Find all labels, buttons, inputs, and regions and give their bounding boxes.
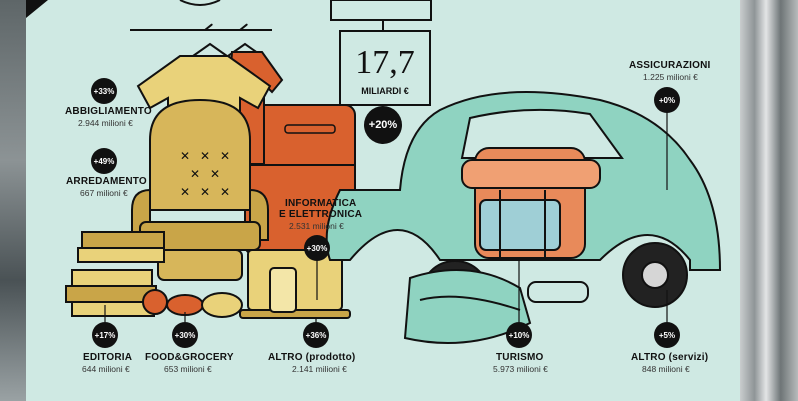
editoria-amount: 644 milioni €: [82, 364, 130, 374]
photo-background-right: [740, 0, 798, 401]
svg-text:✕: ✕: [220, 149, 230, 163]
laptop-phone-icon: [239, 249, 351, 319]
total-value: 17,7: [355, 44, 415, 81]
svg-text:✕: ✕: [220, 185, 230, 199]
svg-text:✕: ✕: [190, 167, 200, 181]
corner-triangle: [26, 0, 48, 18]
informatica-label-line2: E ELETTRONICA: [279, 209, 363, 220]
food-icon: [142, 289, 243, 318]
backpack-icon: [461, 147, 601, 260]
assicurazioni-amount: 1.225 milioni €: [643, 72, 698, 82]
hanger-hooks: [204, 23, 248, 31]
svg-text:✕: ✕: [180, 149, 190, 163]
abbigliamento-amount: 2.944 milioni €: [78, 118, 133, 128]
assicurazioni-change-badge: +0%: [654, 87, 680, 113]
altro-servizi-label: ALTRO (servizi): [631, 352, 709, 363]
assicurazioni-label: ASSICURAZIONI: [629, 60, 711, 71]
altro-servizi-change-badge: +5%: [654, 322, 680, 348]
top-hook-decoration: [179, 0, 221, 6]
turismo-change-badge: +10%: [506, 322, 532, 348]
snorkel-fins-icon: [403, 269, 589, 344]
arredamento-change-badge: +49%: [91, 148, 117, 174]
informatica-label-line1: INFORMATICA: [285, 198, 357, 209]
armchair-buttons: ✕✕✕ ✕✕ ✕✕✕: [180, 149, 230, 199]
arredamento-amount: 667 milioni €: [80, 188, 128, 198]
svg-text:✕: ✕: [200, 185, 210, 199]
abbigliamento-label: ABBIGLIAMENTO: [65, 106, 152, 117]
top-frame: [330, 0, 432, 21]
total-box: 17,7 MILIARDI €: [339, 30, 431, 106]
altro-prodotto-label: ALTRO (prodotto): [268, 352, 356, 363]
armchair-icon: [149, 98, 251, 211]
food-grocery-change-badge: +30%: [172, 322, 198, 348]
altro-prodotto-amount: 2.141 milioni €: [292, 364, 347, 374]
svg-text:✕: ✕: [180, 185, 190, 199]
svg-text:✕: ✕: [200, 149, 210, 163]
abbigliamento-change-badge: +33%: [91, 78, 117, 104]
total-unit: MILIARDI €: [361, 86, 409, 96]
hanger-1: [192, 42, 228, 57]
turismo-label: TURISMO: [496, 352, 544, 363]
informatica-change-badge: +30%: [304, 235, 330, 261]
altro-prodotto-change-badge: +36%: [303, 322, 329, 348]
food-grocery-amount: 653 milioni €: [164, 364, 212, 374]
altro-servizi-amount: 848 milioni €: [642, 364, 690, 374]
editoria-change-badge: +17%: [92, 322, 118, 348]
turismo-amount: 5.973 milioni €: [493, 364, 548, 374]
total-change-badge: +20%: [364, 106, 402, 144]
books-icon: [65, 231, 165, 317]
editoria-label: EDITORIA: [83, 352, 133, 363]
informatica-amount: 2.531 milioni €: [289, 221, 344, 231]
svg-text:✕: ✕: [210, 167, 220, 181]
arredamento-label: ARREDAMENTO: [66, 176, 147, 187]
food-grocery-label: FOOD&GROCERY: [145, 352, 234, 363]
